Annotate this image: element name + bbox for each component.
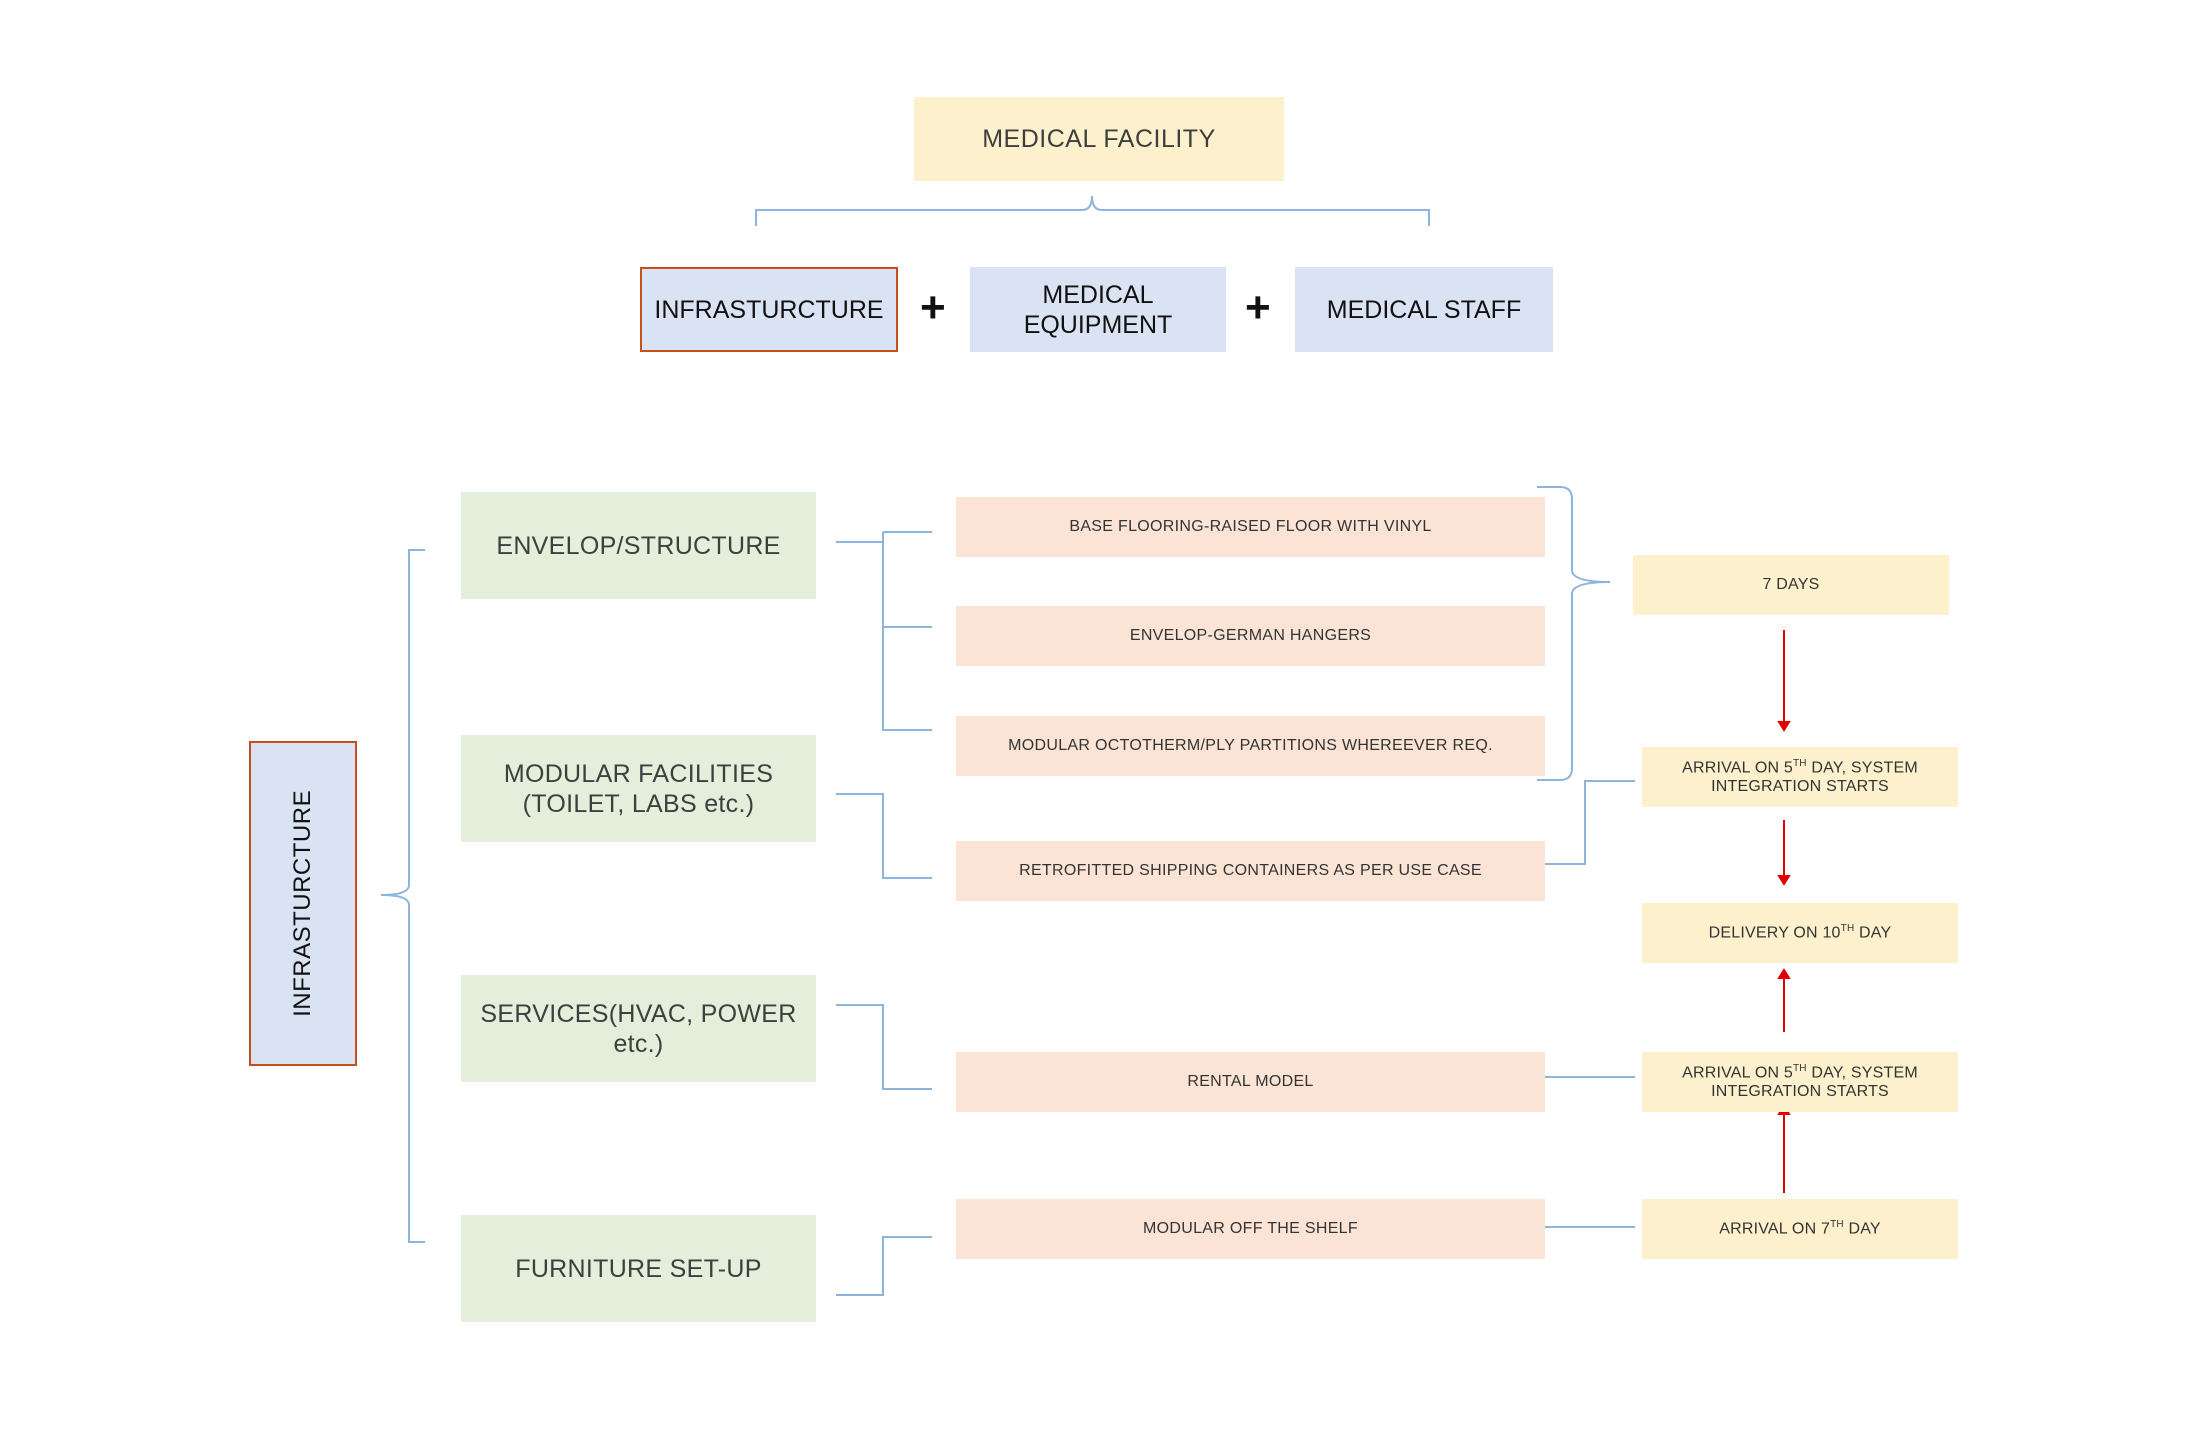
- category-modular-box: MODULAR FACILITIES (TOILET, LABS etc.): [461, 735, 816, 842]
- container-timeline-connector: [1537, 780, 1635, 865]
- medical-equipment-component-box: MEDICAL EQUIPMENT: [970, 267, 1226, 352]
- solution-partitions: MODULAR OCTOTHERM/PLY PARTITIONS WHEREEV…: [956, 716, 1545, 776]
- solution-off-the-shelf: MODULAR OFF THE SHELF: [956, 1199, 1545, 1259]
- medical-staff-label: MEDICAL STAFF: [1326, 295, 1522, 324]
- medical-facility-label: MEDICAL FACILITY: [982, 125, 1216, 153]
- timeline-label-line2: INTEGRATION STARTS: [1711, 778, 1889, 796]
- timeline-arrival-5th-day-a: ARRIVAL ON 5TH DAY, SYSTEM INTEGRATION S…: [1642, 747, 1958, 807]
- plus-sign: +: [1245, 283, 1271, 332]
- infrastructure-side-box: INFRASTURCTURE: [249, 741, 357, 1066]
- top-brace: [755, 195, 1430, 226]
- medical-equipment-label-line2: EQUIPMENT: [1023, 310, 1173, 339]
- solution-label: MODULAR OCTOTHERM/PLY PARTITIONS WHEREEV…: [1008, 737, 1493, 755]
- solution-german-hangers: ENVELOP-GERMAN HANGERS: [956, 606, 1545, 666]
- infrastructure-side-label: INFRASTURCTURE: [288, 789, 316, 1017]
- solution-shipping-containers: RETROFITTED SHIPPING CONTAINERS AS PER U…: [956, 841, 1545, 901]
- solution-label: RENTAL MODEL: [1187, 1073, 1314, 1091]
- services-connector: [836, 1004, 932, 1090]
- timeline-7-days: 7 DAYS: [1633, 555, 1949, 615]
- solution-base-flooring: BASE FLOORING-RAISED FLOOR WITH VINYL: [956, 497, 1545, 557]
- infrastructure-component-label: INFRASTURCTURE: [654, 295, 884, 324]
- solution-label: MODULAR OFF THE SHELF: [1143, 1220, 1358, 1238]
- envelop-right-brace: [1537, 486, 1611, 781]
- solution-label: RETROFITTED SHIPPING CONTAINERS AS PER U…: [1019, 862, 1482, 880]
- categories-brace: [380, 549, 425, 1243]
- medical-facility-box: MEDICAL FACILITY: [914, 97, 1284, 181]
- category-label-line2: (TOILET, LABS etc.): [522, 789, 755, 818]
- timeline-arrival-5th-day-b: ARRIVAL ON 5TH DAY, SYSTEM INTEGRATION S…: [1642, 1052, 1958, 1112]
- medical-equipment-label-line1: MEDICAL: [1042, 280, 1154, 309]
- plus-sign: +: [920, 283, 946, 332]
- timeline-label: 7 DAYS: [1762, 576, 1820, 594]
- category-label: ENVELOP/STRUCTURE: [496, 531, 781, 560]
- modular-connector: [836, 793, 932, 879]
- timeline-arrival-7th-day: ARRIVAL ON 7TH DAY: [1642, 1199, 1958, 1259]
- category-label: MODULAR FACILITIES: [503, 759, 774, 788]
- solution-label: BASE FLOORING-RAISED FLOOR WITH VINYL: [1069, 518, 1432, 536]
- infrastructure-component-box: INFRASTURCTURE: [640, 267, 898, 352]
- medical-staff-component-box: MEDICAL STAFF: [1295, 267, 1553, 352]
- solution-rental-model: RENTAL MODEL: [956, 1052, 1545, 1112]
- solution-label: ENVELOP-GERMAN HANGERS: [1129, 627, 1372, 645]
- category-furniture-box: FURNITURE SET-UP: [461, 1215, 816, 1322]
- arrowhead: [1777, 721, 1791, 732]
- category-envelop-box: ENVELOP/STRUCTURE: [461, 492, 816, 599]
- timeline-delivery-10th-day: DELIVERY ON 10TH DAY: [1642, 903, 1958, 963]
- category-label-line2: etc.): [613, 1029, 664, 1058]
- category-label: SERVICES(HVAC, POWER: [480, 999, 797, 1028]
- envelop-connector: [836, 531, 932, 731]
- furniture-connector: [836, 1236, 932, 1296]
- category-label: FURNITURE SET-UP: [515, 1254, 762, 1283]
- arrowhead: [1777, 875, 1791, 886]
- arrowhead: [1777, 968, 1791, 979]
- category-services-box: SERVICES(HVAC, POWER etc.): [461, 975, 816, 1082]
- timeline-label-line2: INTEGRATION STARTS: [1711, 1083, 1889, 1101]
